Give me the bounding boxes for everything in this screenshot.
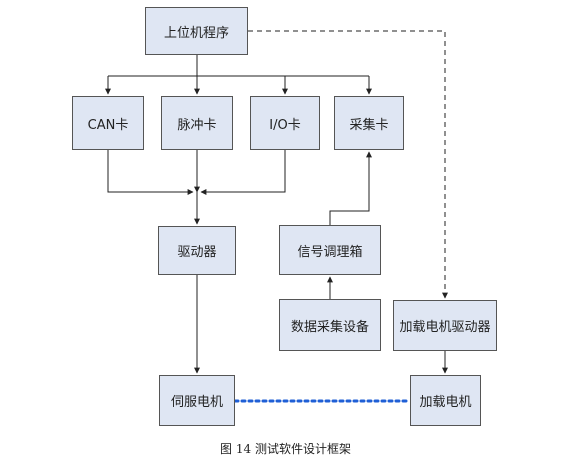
io-card-box: I/O卡 [250, 96, 320, 150]
io-to-merge [200, 150, 286, 195]
load-motor-driver-box: 加载电机驱动器 [393, 300, 497, 351]
driver-box: 驱动器 [158, 226, 236, 275]
load-motor-box: 加载电机 [410, 375, 481, 426]
figure-caption: 图 14 测试软件设计框架 [220, 442, 351, 456]
signal-conditioner-box: 信号调理箱 [279, 225, 381, 275]
host-program-box: 上位机程序 [145, 7, 248, 55]
host-to-load-driver-dashed [248, 30, 448, 299]
acq-card-box: 采集卡 [334, 96, 404, 150]
pulse-card-box: 脉冲卡 [161, 96, 233, 150]
can-to-merge [107, 150, 194, 195]
servo-motor-box: 伺服电机 [159, 375, 235, 426]
signal-to-acq-card [329, 151, 372, 225]
can-card-box: CAN卡 [72, 96, 144, 150]
data-acq-device-box: 数据采集设备 [279, 299, 381, 351]
